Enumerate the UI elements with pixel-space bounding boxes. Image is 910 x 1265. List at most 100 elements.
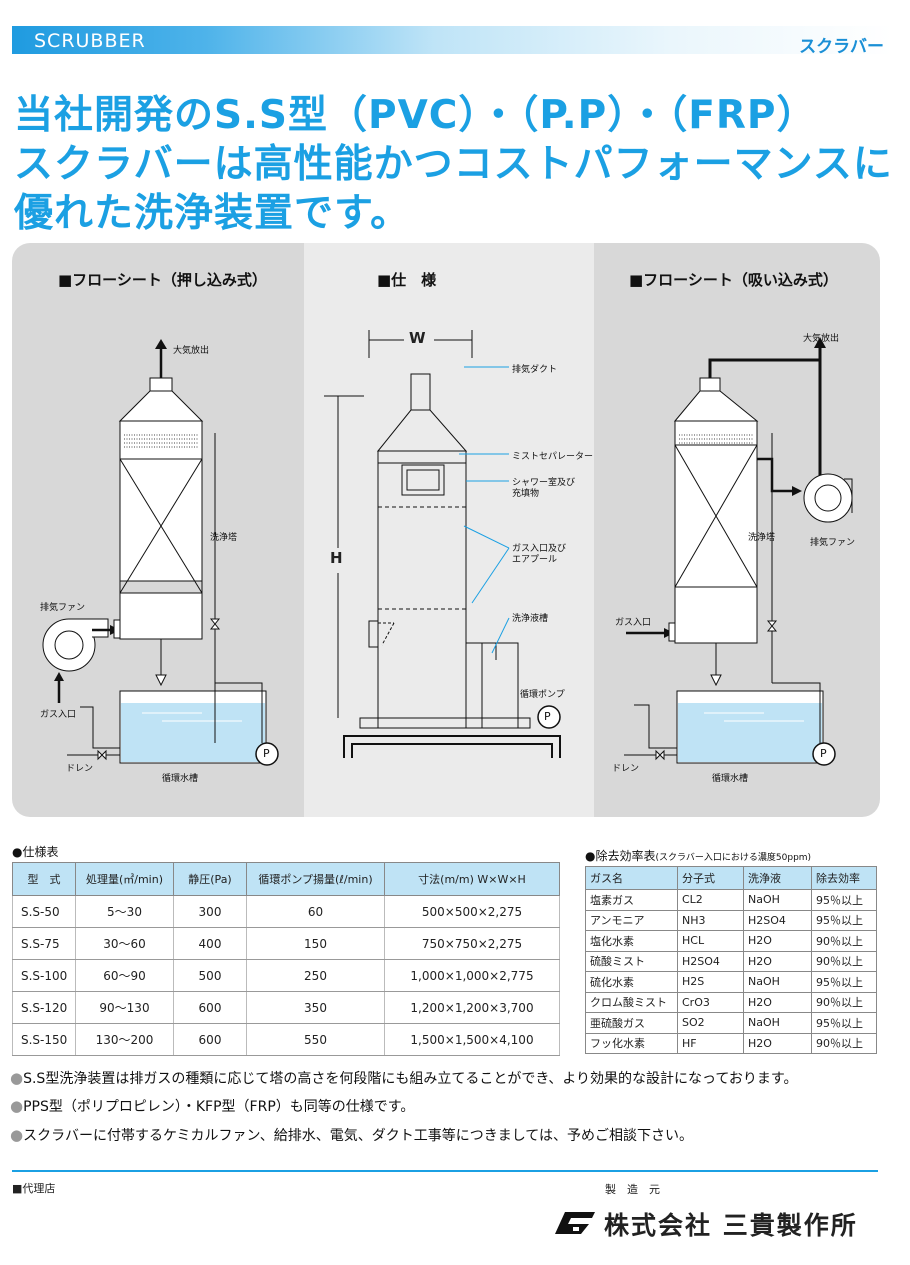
- bullet-icon: ●: [10, 1126, 24, 1144]
- right-tank-label: 循環水槽: [712, 774, 749, 784]
- left-flowsheet-diagram: [42, 339, 279, 766]
- left-drain-label: ドレン: [66, 764, 94, 774]
- table-cell: 95％以上: [811, 971, 877, 993]
- circulation-pump-label: 循環ポンプ: [520, 690, 565, 700]
- table-cell: 95％以上: [811, 1012, 877, 1034]
- center-diagram-title: ■仕 様: [377, 271, 437, 289]
- table-cell: NaOH: [743, 1012, 812, 1034]
- table-cell: 95％以上: [811, 909, 877, 931]
- table-cell: 硫酸ミスト: [585, 950, 678, 972]
- note-2: ●PPS型（ポリプロピレン）・KFP型（FRP）も同等の仕様です。: [10, 1096, 414, 1116]
- note-1: ●S.S型洗浄装置は排ガスの種類に応じて塔の高さを何段階にも組み立てることができ…: [10, 1068, 798, 1088]
- spec-table-title: ●仕様表: [12, 845, 59, 859]
- right-tower-label: 洗浄塔: [748, 533, 776, 543]
- table-cell: 90％以上: [811, 930, 877, 952]
- table-cell: H2SO4: [677, 950, 744, 972]
- shower-label-1: シャワー室及び: [512, 478, 576, 488]
- table-cell: H2O: [743, 950, 812, 972]
- table-cell: CrO3: [677, 991, 744, 1013]
- headline-line-2: スクラバーは高性能かつコストパフォーマンスに: [14, 142, 893, 187]
- table-cell: 30～60: [75, 927, 174, 960]
- table-cell: HF: [677, 1032, 744, 1054]
- table-cell: NH3: [677, 909, 744, 931]
- shower-label-2: 充填物: [512, 489, 540, 499]
- table-cell: NaOH: [743, 889, 812, 911]
- table-cell: H2SO4: [743, 909, 812, 931]
- company-logo-icon: [555, 1212, 595, 1234]
- spec-header-pump: 循環ポンプ揚量(ℓ/min): [246, 862, 385, 896]
- note-1-text: S.S型洗浄装置は排ガスの種類に応じて塔の高さを何段階にも組み立てることができ、…: [23, 1071, 798, 1087]
- table-cell: 亜硫酸ガス: [585, 1012, 678, 1034]
- spec-table: 型 式 処理量(㎥/min) 静圧(Pa) 循環ポンプ揚量(ℓ/min) 寸法(…: [12, 862, 560, 1056]
- table-cell: 5～30: [75, 895, 174, 928]
- table-cell: 350: [246, 991, 385, 1024]
- table-cell: 90％以上: [811, 991, 877, 1013]
- efficiency-table-title: ●除去効率表(スクラバー入口における濃度50ppm): [585, 847, 811, 864]
- table-cell: 95％以上: [811, 889, 877, 911]
- left-exhaust-label: 大気放出: [173, 346, 210, 356]
- spec-header-size: 寸法(m/m) W×W×H: [384, 862, 560, 896]
- table-cell: 250: [246, 959, 385, 992]
- center-spec-diagram: [324, 330, 561, 758]
- table-cell: アンモニア: [585, 909, 678, 931]
- right-flowsheet-diagram: [624, 337, 853, 766]
- efficiency-title-sub: (スクラバー入口における濃度50ppm): [655, 853, 812, 863]
- spec-header-pressure: 静圧(Pa): [173, 862, 247, 896]
- dimension-w-label: W: [409, 329, 426, 347]
- right-drain-label: ドレン: [612, 764, 640, 774]
- table-cell: 500×500×2,275: [384, 895, 560, 928]
- left-tank-label: 循環水槽: [162, 774, 199, 784]
- table-cell: S.S-150: [12, 1023, 76, 1056]
- header-label: SCRUBBER: [34, 30, 146, 52]
- headline-line-1: 当社開発のS.S型（PVC）・（P.P）・（FRP）: [14, 93, 817, 138]
- table-cell: 1,000×1,000×2,775: [384, 959, 560, 992]
- left-diagram-title: ■フローシート（押し込み式）: [58, 271, 267, 289]
- headline-line-3: 優れた洗浄装置です。: [14, 191, 411, 236]
- table-cell: S.S-50: [12, 895, 76, 928]
- table-cell: 130～200: [75, 1023, 174, 1056]
- table-cell: 90％以上: [811, 950, 877, 972]
- agent-label: ■代理店: [12, 1182, 56, 1195]
- right-exhaust-label: 大気放出: [803, 334, 840, 344]
- table-cell: H2S: [677, 971, 744, 993]
- left-fan-label: 排気ファン: [40, 603, 86, 613]
- table-cell: 750×750×2,275: [384, 927, 560, 960]
- gas-inlet-label-2: エアプール: [512, 555, 558, 565]
- right-fan-label: 排気ファン: [810, 538, 856, 548]
- mist-separator-label: ミストセパレーター: [512, 452, 594, 462]
- table-cell: 500: [173, 959, 247, 992]
- left-pump-label: P: [263, 747, 270, 760]
- dimension-h-label: H: [330, 549, 343, 567]
- table-cell: 塩素ガス: [585, 889, 678, 911]
- table-cell: 150: [246, 927, 385, 960]
- table-cell: 1,200×1,200×3,700: [384, 991, 560, 1024]
- spec-header-volume: 処理量(㎥/min): [75, 862, 174, 896]
- footer-divider: [12, 1170, 878, 1172]
- table-cell: 90～130: [75, 991, 174, 1024]
- note-3-text: スクラバーに付帯するケミカルファン、給排水、電気、ダクト工事等につきましては、予…: [23, 1128, 693, 1144]
- eff-header-formula: 分子式: [677, 866, 744, 890]
- table-cell: SO2: [677, 1012, 744, 1034]
- diagram-panel: ■フローシート（押し込み式） ■仕 様 ■フローシート（吸い込み式）: [12, 243, 880, 817]
- bullet-icon: ●: [10, 1097, 24, 1115]
- table-cell: S.S-75: [12, 927, 76, 960]
- duct-label: 排気ダクト: [512, 365, 558, 375]
- table-cell: 60～90: [75, 959, 174, 992]
- table-cell: 400: [173, 927, 247, 960]
- left-tower-label: 洗浄塔: [210, 533, 238, 543]
- left-gas-in-label: ガス入口: [40, 710, 77, 720]
- right-diagram-title: ■フローシート（吸い込み式）: [629, 271, 838, 289]
- efficiency-header-row: ガス名 分子式 洗浄液 除去効率: [585, 866, 877, 890]
